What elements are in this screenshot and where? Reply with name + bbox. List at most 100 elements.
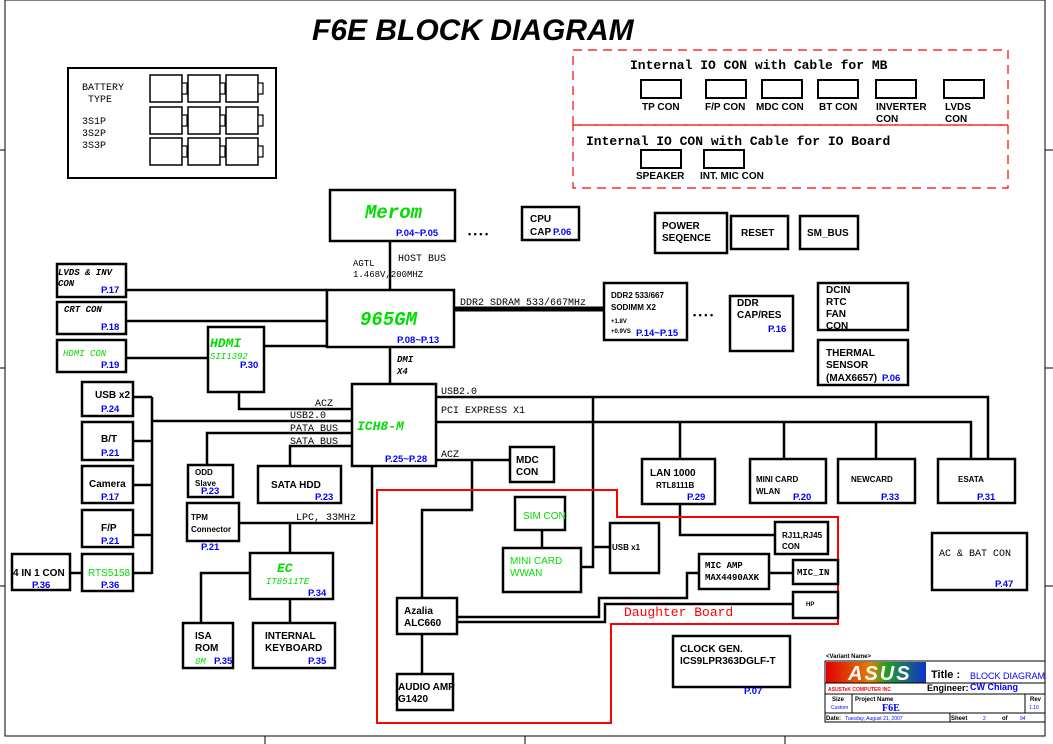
- block-label: CAP/RES: [737, 310, 782, 321]
- block-label: HP: [806, 602, 814, 608]
- page-reference[interactable]: P.17: [101, 492, 119, 503]
- page-reference[interactable]: P.08~P.13: [397, 335, 439, 346]
- page-reference[interactable]: P.24: [101, 404, 120, 415]
- asus-logo-text: ASUS: [847, 663, 912, 685]
- sheet-label: Sheet: [951, 716, 967, 722]
- page-reference[interactable]: P.36: [32, 580, 50, 591]
- page-reference[interactable]: P.36: [101, 580, 119, 591]
- block-label: ODD: [195, 468, 213, 477]
- block-box: [55, 262, 128, 299]
- page-reference[interactable]: P.31: [977, 492, 996, 503]
- connector-label: F/P CON: [705, 102, 745, 113]
- battery-cell-icon: [149, 106, 183, 135]
- block-box: [773, 520, 830, 556]
- page-reference[interactable]: P.35: [214, 656, 233, 667]
- block-box: [10, 552, 72, 592]
- block-box: [728, 294, 795, 353]
- page-reference[interactable]: P.18: [101, 322, 119, 333]
- page-reference[interactable]: P.17: [101, 285, 119, 296]
- block-label: SENSOR: [826, 360, 869, 371]
- block-label: WWAN: [510, 568, 542, 579]
- connector-label: LVDS: [945, 102, 971, 113]
- page-reference[interactable]: P.23: [315, 492, 333, 503]
- block-hp: HP: [791, 590, 840, 620]
- block-box: [729, 214, 790, 251]
- block-box: [671, 634, 792, 689]
- project-label: Project Name: [855, 697, 894, 703]
- block-label: WLAN: [756, 487, 780, 496]
- page-reference[interactable]: P.29: [687, 492, 705, 503]
- block-box: [80, 380, 135, 418]
- block-label: RTL8111B: [656, 481, 694, 490]
- block-box: [798, 214, 860, 251]
- block-box: [791, 558, 840, 586]
- page-reference[interactable]: P.30: [240, 360, 258, 371]
- block-box: [653, 211, 729, 255]
- block-box: [395, 672, 455, 712]
- page-reference[interactable]: P.04~P.05: [396, 228, 439, 239]
- page-reference[interactable]: P.16: [768, 324, 786, 335]
- page-reference[interactable]: P.14~P.15: [636, 328, 679, 339]
- block-label: DDR2 533/667: [611, 291, 664, 300]
- page-reference[interactable]: P.33: [881, 492, 899, 503]
- battery-cell-icon: [149, 137, 183, 166]
- block-box: [55, 300, 128, 336]
- block-box: [186, 463, 235, 499]
- page-reference[interactable]: P.06: [882, 373, 900, 384]
- block-label: Camera: [89, 479, 126, 490]
- block-label: AUDIO AMP: [398, 682, 455, 693]
- page-reference[interactable]: P.06: [553, 227, 571, 238]
- block-label: DDR: [737, 298, 759, 309]
- acz-right-label: ACZ: [441, 450, 459, 461]
- battery-type: 3S2P: [82, 129, 106, 140]
- block-label: SEQENCE: [662, 233, 711, 244]
- battery-type-block: BATTERY TYPE 3S1P 3S2P 3S3P: [67, 67, 277, 179]
- page-reference[interactable]: P.21: [101, 448, 120, 459]
- connector-label: BT CON: [819, 102, 857, 113]
- page-reference[interactable]: P.47: [995, 579, 1013, 590]
- dmi-label: DMI: [397, 355, 414, 365]
- page-reference[interactable]: P.07: [744, 686, 762, 697]
- block-label: CRT CON: [64, 305, 102, 315]
- internal-io-mb-group: Internal IO CON with Cable for MB TP CON…: [572, 49, 1009, 126]
- block-label: F/P: [101, 523, 117, 534]
- internal-io-board-group: Internal IO CON with Cable for IO Board …: [572, 124, 1009, 189]
- block-box: [181, 621, 235, 670]
- block-usb2: USB x2P.24: [80, 380, 135, 418]
- size-value: Custom: [831, 705, 848, 711]
- page-reference[interactable]: P.35: [308, 656, 327, 667]
- block-box: [256, 464, 343, 505]
- page-reference[interactable]: P.21: [101, 536, 120, 547]
- page-reference[interactable]: P.23: [201, 486, 219, 497]
- block-label: CON: [516, 467, 538, 478]
- block-box: [602, 281, 689, 342]
- page-reference[interactable]: P.21: [201, 542, 220, 553]
- page-reference[interactable]: P.19: [101, 360, 119, 371]
- block-label: 8M: [195, 657, 206, 667]
- battery-terminal-icon: [219, 114, 226, 127]
- lpc-label: LPC, 33MHz: [296, 513, 356, 524]
- sheet-number: 2: [983, 716, 986, 722]
- block-reset: RESET: [729, 214, 790, 251]
- page-reference[interactable]: P.34: [308, 588, 327, 599]
- block-label: LAN 1000: [650, 468, 696, 479]
- page-reference[interactable]: P.25~P.28: [385, 454, 427, 465]
- size-label: Size: [832, 697, 845, 703]
- rev-value: 1.10: [1029, 705, 1039, 711]
- asus-logo: [826, 662, 926, 683]
- page-reference[interactable]: P.20: [793, 492, 811, 503]
- battery-type: 3S1P: [82, 117, 106, 128]
- block-label: INTERNAL: [265, 631, 316, 642]
